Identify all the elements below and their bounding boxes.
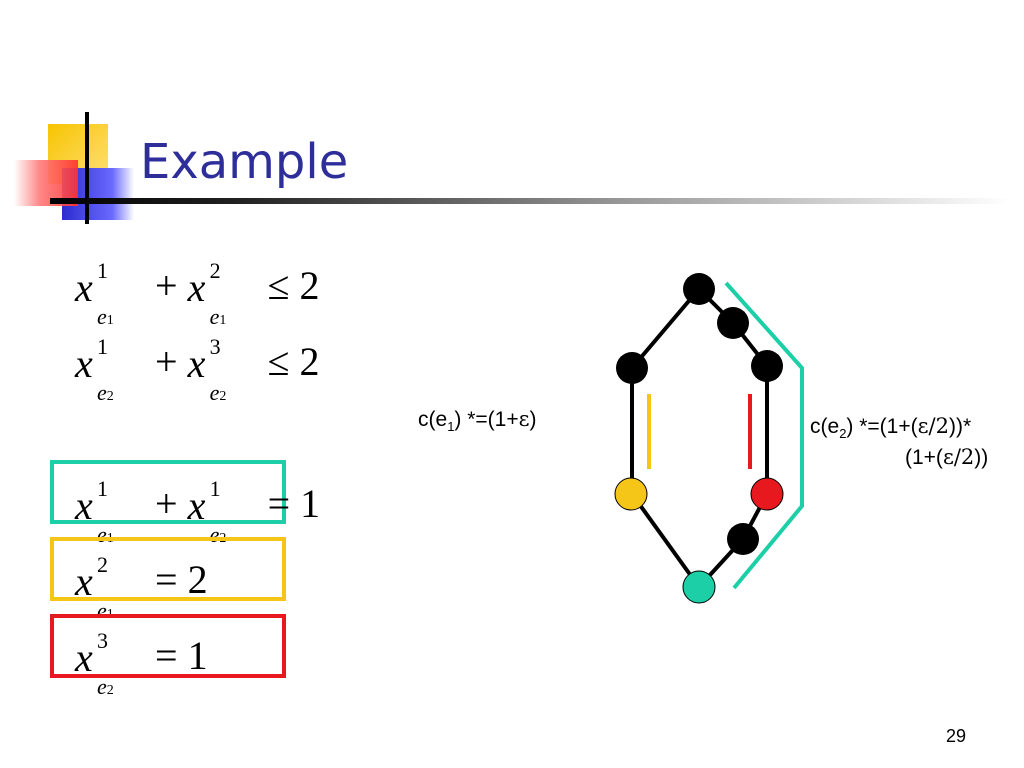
page-number: 29 [946,726,967,746]
node-black [751,350,783,382]
node-black [717,307,749,339]
decor-vertical-line [85,112,89,224]
node-black [727,523,759,555]
left-cost-label: c(e1) *=(1+ε) [418,407,537,435]
teal-path-marker [724,281,804,590]
edge [630,492,701,589]
edge [630,287,701,370]
node-red [750,477,784,511]
page-title: Example [140,134,349,190]
node-yellow [614,477,648,511]
node-teal [682,570,716,604]
title-underline [50,198,1010,204]
right-cost-label-line2: (1+(ε/2)) [905,445,989,469]
right-cost-label-line1: c(e2) *=(1+(ε/2))* [810,414,972,442]
node-black [683,273,715,305]
solution-box-yellow [50,537,286,601]
solution-box-teal [50,460,286,524]
node-black [616,352,648,384]
solution-box-red [50,614,286,678]
